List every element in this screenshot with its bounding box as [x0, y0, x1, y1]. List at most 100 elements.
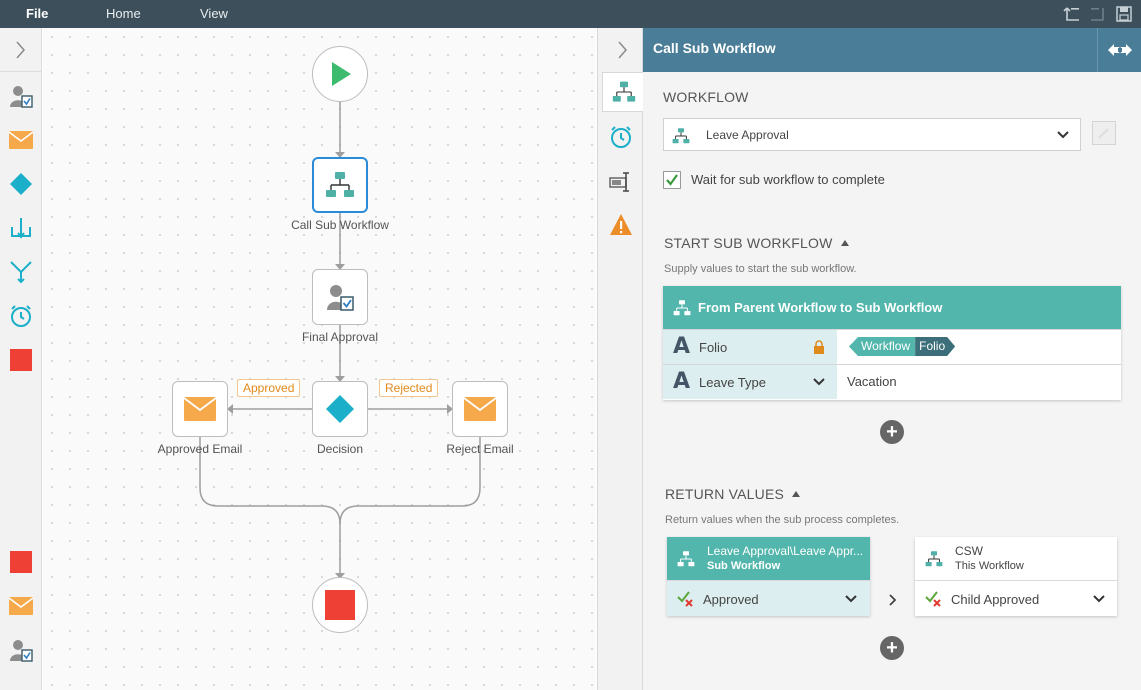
leave-type-value: Vacation: [847, 374, 897, 389]
boolean-type-icon: [677, 591, 693, 607]
panel-title: Call Sub Workflow: [653, 40, 776, 56]
plus-icon: +: [886, 637, 898, 659]
workflow-folio-reference[interactable]: Workflow Folio: [849, 337, 955, 356]
collapse-caret-icon: [840, 240, 849, 246]
decision-node[interactable]: [312, 381, 368, 437]
sub-workflow-icon: [672, 128, 690, 144]
task-approval-icon[interactable]: [7, 82, 35, 110]
mapping-row-folio: A Folio Workflow Folio: [663, 329, 1121, 364]
return-values-section[interactable]: RETURN VALUES: [665, 486, 801, 502]
return-target-header: CSW This Workflow: [915, 537, 1117, 580]
merge-icon[interactable]: [7, 258, 35, 286]
undo-icon[interactable]: [1062, 4, 1082, 24]
text-type-icon: A: [673, 369, 691, 394]
return-source-title: Leave Approval\Leave Appr...: [707, 544, 864, 558]
return-target-field[interactable]: Child Approved: [915, 580, 1117, 616]
final-approval-node[interactable]: [312, 269, 368, 325]
start-sub-workflow-section[interactable]: START SUB WORKFLOW: [664, 235, 849, 251]
return-section-title: RETURN VALUES: [665, 486, 785, 502]
add-start-value-button[interactable]: +: [880, 420, 904, 444]
properties-rail: [597, 28, 644, 690]
stop-icon[interactable]: [7, 548, 35, 576]
mapping-row-label: A Folio: [663, 330, 837, 364]
sub-workflow-icon: [925, 551, 943, 567]
start-node[interactable]: [312, 46, 368, 102]
email-icon[interactable]: [7, 126, 35, 154]
reject-email-node[interactable]: [452, 381, 508, 437]
panel-collapse-button[interactable]: [598, 28, 643, 72]
workflow-canvas[interactable]: Call Sub Workflow Final Approval Approve…: [43, 28, 596, 690]
parent-to-sub-mapping-card: From Parent Workflow to Sub Workflow A F…: [663, 286, 1121, 400]
checkmark-icon: [666, 174, 678, 186]
play-icon: [332, 62, 351, 86]
return-target-value: Child Approved: [951, 592, 1040, 607]
expand-arrows-icon: [1107, 44, 1132, 56]
return-source-value: Approved: [703, 592, 759, 607]
stop-node[interactable]: [312, 577, 368, 633]
toolbox-expand-button[interactable]: [0, 28, 42, 72]
stop-icon[interactable]: [7, 346, 35, 374]
decision-icon[interactable]: [7, 170, 35, 198]
lock-icon: [814, 340, 824, 354]
save-icon[interactable]: [1114, 4, 1134, 24]
timer-icon[interactable]: [7, 302, 35, 330]
menu-home[interactable]: Home: [106, 6, 141, 21]
decision-label: Decision: [316, 442, 364, 456]
return-target-subtitle: This Workflow: [955, 560, 1024, 572]
connector-lines: [199, 101, 481, 579]
reject-email-label: Reject Email: [446, 442, 514, 456]
sub-workflow-icon: [326, 172, 354, 197]
chevron-down-icon[interactable]: [813, 378, 825, 387]
return-source-field[interactable]: Approved: [667, 580, 870, 616]
split-icon[interactable]: [7, 214, 35, 242]
menu-view[interactable]: View: [200, 6, 228, 21]
wait-for-completion-checkbox[interactable]: [663, 171, 681, 189]
start-section-title: START SUB WORKFLOW: [664, 235, 833, 251]
properties-panel: Call Sub Workflow WORKFLOW Leave Approva…: [643, 28, 1141, 690]
decision-icon: [326, 395, 354, 423]
email-icon: [464, 397, 496, 421]
mapping-row-label: A Leave Type: [663, 365, 837, 399]
mapping-card-title: From Parent Workflow to Sub Workflow: [698, 300, 943, 315]
tab-timer[interactable]: [602, 117, 640, 157]
edit-workflow-button[interactable]: [1092, 121, 1116, 145]
workflow-select[interactable]: Leave Approval: [663, 118, 1081, 151]
return-source-subtitle: Sub Workflow: [707, 560, 781, 572]
leave-type-value-field[interactable]: Vacation: [837, 365, 1121, 399]
redo-icon[interactable]: [1088, 4, 1108, 24]
call-sub-workflow-node[interactable]: [312, 157, 368, 213]
leave-type-field-name: Leave Type: [699, 375, 766, 390]
folio-value-field[interactable]: Workflow Folio: [837, 330, 1121, 364]
approved-outcome-tag[interactable]: Approved: [237, 379, 301, 397]
tab-warnings[interactable]: [602, 205, 640, 245]
plus-icon: +: [886, 421, 898, 443]
panel-options-button[interactable]: [1097, 28, 1141, 72]
boolean-type-icon: [925, 591, 941, 607]
sub-workflow-icon: [612, 81, 635, 102]
text-type-icon: A: [673, 334, 691, 359]
panel-header: Call Sub Workflow: [643, 28, 1141, 72]
menu-file[interactable]: File: [26, 6, 49, 21]
reference-source: Workflow: [849, 337, 916, 356]
return-source-header: Leave Approval\Leave Appr... Sub Workflo…: [667, 537, 870, 580]
chevron-down-icon: [1093, 595, 1105, 603]
chevron-down-icon: [845, 595, 857, 603]
tab-rename[interactable]: [602, 162, 640, 202]
tab-sub-workflow[interactable]: [602, 72, 644, 112]
task-approval-icon[interactable]: [7, 636, 35, 664]
add-return-value-button[interactable]: +: [880, 636, 904, 660]
toolbox: [0, 28, 42, 690]
pencil-icon: [1098, 128, 1109, 139]
start-section-description: Supply values to start the sub workflow.: [664, 263, 857, 275]
approved-email-label: Approved Email: [157, 442, 243, 456]
text-cursor-icon: [609, 172, 629, 192]
mapping-row-leave-type: A Leave Type Vacation: [663, 364, 1121, 399]
call-sub-workflow-label: Call Sub Workflow: [291, 218, 389, 232]
sub-workflow-icon: [673, 300, 691, 316]
rejected-outcome-tag[interactable]: Rejected: [379, 379, 439, 397]
return-source-card: Leave Approval\Leave Appr... Sub Workflo…: [667, 537, 870, 616]
email-icon[interactable]: [7, 592, 35, 620]
approved-email-node[interactable]: [172, 381, 228, 437]
return-target-title: CSW: [955, 544, 983, 558]
final-approval-label: Final Approval: [301, 330, 379, 344]
